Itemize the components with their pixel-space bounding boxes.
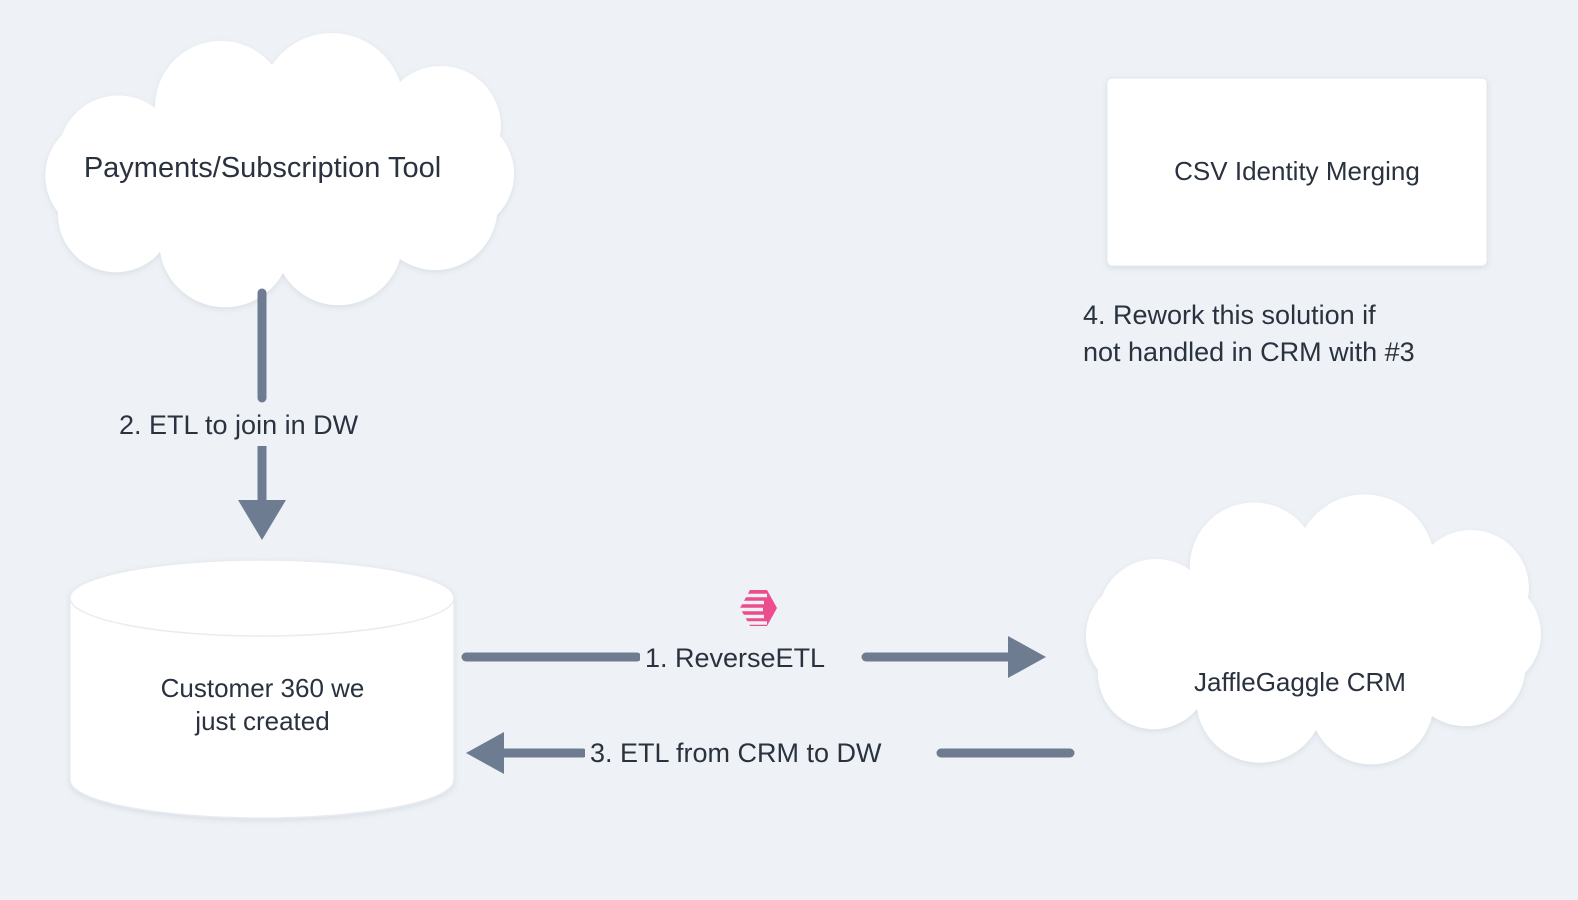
dbt-hexagon-icon-svg [735,590,777,626]
edge-3-connector [466,732,1075,774]
node-csv-identity[interactable] [1106,77,1488,267]
dbt-hexagon-logo-icon [735,588,779,628]
edge-label-etl-to-join-in-dw: 2. ETL to join in DW [113,405,365,447]
annotation-rework-solution: 4. Rework this solution if not handled i… [1083,300,1415,368]
edge-2-connector [238,288,286,540]
edge-label-reverse-etl: 1. ReverseETL [640,641,831,677]
node-jafflegaggle-crm[interactable] [1085,494,1541,765]
node-customer-360[interactable] [69,559,455,819]
edge-label-etl-from-crm-to-dw: 3. ETL from CRM to DW [585,736,887,772]
edge-1-connector [461,636,1046,678]
node-payments-tool[interactable] [45,33,515,308]
